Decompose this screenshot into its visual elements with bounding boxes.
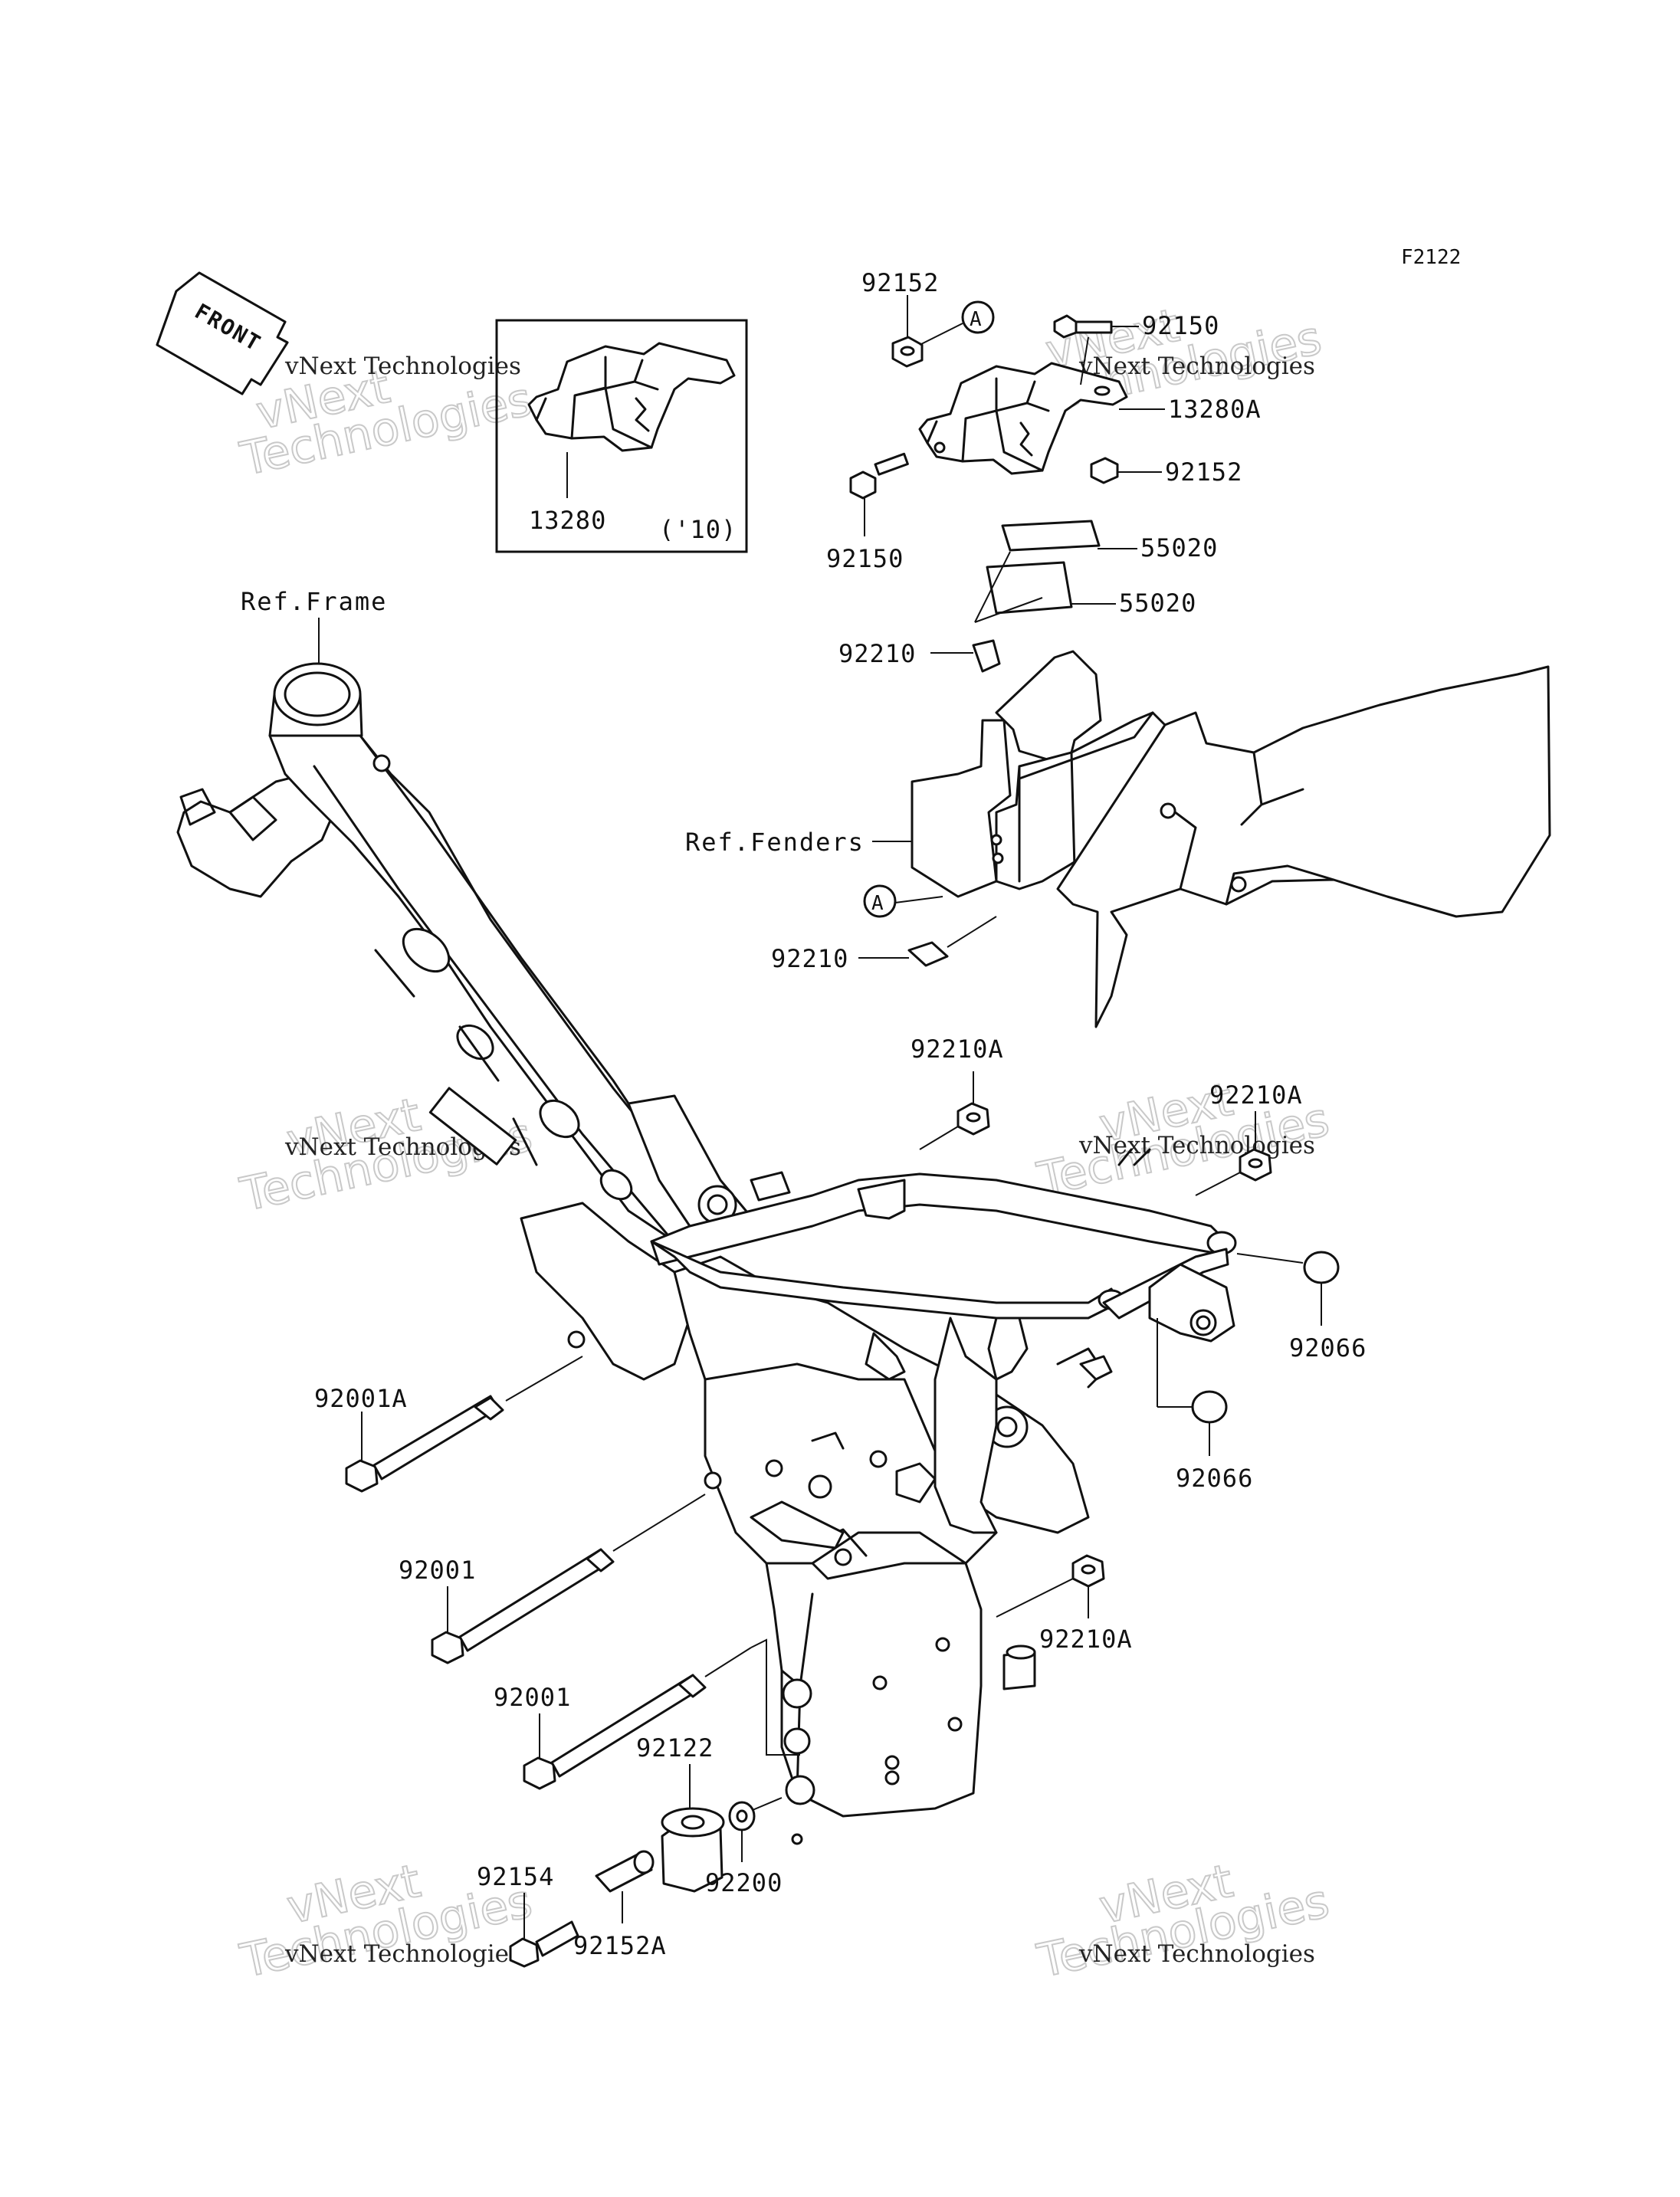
watermark-text-1: vNext Technologies [284, 353, 521, 380]
hardware-bottom: 92122 92200 92152A 92154 [477, 1733, 783, 1968]
label-92154: 92154 [477, 1862, 554, 1891]
ref-frame: Ref.Frame [241, 587, 387, 616]
watermark-text-4: vNext Technologies [1078, 1132, 1315, 1159]
label-92210A-lower: 92210A [1039, 1625, 1133, 1654]
label-92001-b: 92001 [494, 1683, 571, 1712]
label-92152A: 92152A [573, 1931, 667, 1960]
label-92122: 92122 [636, 1733, 714, 1763]
label-92210A-right: 92210A [1209, 1080, 1303, 1110]
label-92210A-center: 92210A [911, 1035, 1004, 1064]
watermark-text-6: vNext Technologies [1078, 1940, 1315, 1968]
label-92152-right: 92152 [1165, 457, 1242, 487]
label-13280A: 13280A [1168, 395, 1262, 424]
bracket-assembly: 92152 A 92150 13280A 92152 92150 55020 [826, 268, 1262, 673]
hardware-center: 92210A 92210A 92066 92066 [911, 1035, 1367, 1493]
ref-fenders: Ref.Fenders [685, 828, 865, 857]
label-92152-top: 92152 [861, 268, 939, 297]
fender-assembly: Ref.Fenders A 92210 [685, 650, 1551, 1028]
inset-note: ('10) [659, 515, 737, 544]
inset-box: 13280 ('10) [495, 319, 748, 553]
label-92150-left: 92150 [826, 544, 904, 573]
label-92210-bottom: 92210 [771, 944, 848, 973]
label-55020-b: 55020 [1119, 589, 1196, 618]
watermark-bottom-right: vNext Technologies vNext Technologies [1032, 1854, 1335, 1989]
watermark-text-5: vNext Technologies [284, 1940, 521, 1968]
watermark-text-2: vNext Technologies [1078, 353, 1315, 380]
label-92001A: 92001A [314, 1384, 408, 1413]
label-92200: 92200 [705, 1868, 783, 1897]
hardware-left: 92001A 92001 92001 [314, 1356, 800, 1790]
label-92066-a: 92066 [1289, 1333, 1367, 1362]
label-55020-a: 55020 [1140, 533, 1218, 562]
watermark-top-left: vNext Technologies vNext Technologies [235, 353, 538, 487]
label-92066-b: 92066 [1176, 1464, 1253, 1493]
callout-a-top: A [970, 308, 983, 331]
hardware-lower-right: 92210A [996, 1554, 1133, 1654]
front-arrow-icon: FRONT [156, 271, 289, 395]
label-13280: 13280 [529, 506, 606, 535]
label-92150-top: 92150 [1142, 311, 1219, 340]
label-92210-top: 92210 [838, 639, 916, 668]
diagram-code: F2122 [1401, 246, 1461, 269]
callout-a-bottom: A [871, 892, 884, 915]
label-92001-a: 92001 [399, 1556, 476, 1585]
frame: Ref.Frame [176, 587, 1237, 1845]
